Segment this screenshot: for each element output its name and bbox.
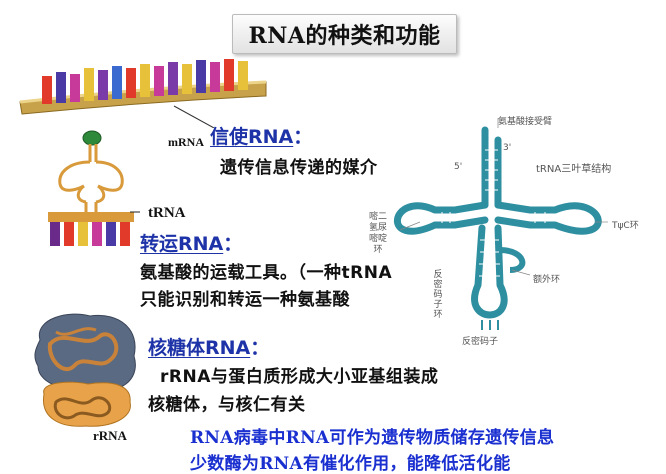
- page-title: RNA的种类和功能: [248, 23, 441, 49]
- rrna-caption: rRNA: [93, 428, 127, 443]
- trna-colon: ：: [223, 233, 243, 255]
- note-line-2: 少数酶为RNA有催化作用，能降低活化能: [190, 454, 511, 474]
- ribosome-illustration: [34, 313, 136, 427]
- note-line-1: RNA病毒中RNA可作为遗传物质储存遗传信息: [190, 428, 555, 448]
- label-five-prime: 5': [454, 162, 463, 172]
- mrna-heading-row: 信使RNA：: [210, 122, 312, 149]
- rrna-line-2: 核糖体，与核仁有关: [148, 395, 306, 415]
- mrna-illustration: [19, 59, 267, 128]
- trna-line-1: 氨基酸的运载工具。（一种tRNA: [140, 263, 393, 283]
- rrna-line-1: rRNA与蛋白质形成大小亚基组装成: [160, 367, 439, 387]
- label-acceptor-arm: 氨基酸接受臂: [498, 117, 553, 127]
- rrna-colon: ：: [250, 337, 270, 359]
- rrna-heading-row: 核糖体RNA：: [148, 333, 269, 360]
- trna-cloverleaf-diagram: [394, 118, 608, 330]
- mrna-colon: ：: [293, 126, 313, 148]
- trna-heading: 转运RNA: [140, 233, 224, 255]
- label-t-loop: TψC环: [612, 221, 639, 231]
- label-anticodon-loop: 反密码子环: [433, 270, 443, 320]
- label-trna-structure: tRNA三叶草结构: [536, 164, 612, 175]
- title-box: RNA的种类和功能: [232, 14, 457, 54]
- trna-heading-row: 转运RNA：: [140, 229, 242, 256]
- label-d-loop: 嘧二氢尿嘧啶环: [368, 212, 387, 255]
- mrna-description: 遗传信息传递的媒介: [220, 158, 378, 178]
- mrna-heading: 信使RNA: [210, 126, 294, 148]
- trna-caption: tRNA: [148, 205, 186, 221]
- mrna-caption: mRNA: [168, 135, 204, 149]
- trna-illustration: [48, 130, 140, 246]
- label-extra-loop: 额外环: [533, 275, 561, 285]
- rrna-heading: 核糖体RNA: [148, 337, 251, 359]
- label-anticodon: 反密码子: [462, 337, 499, 347]
- label-three-prime: 3': [503, 143, 512, 153]
- trna-line-2: 只能识别和转运一种氨基酸: [140, 290, 350, 310]
